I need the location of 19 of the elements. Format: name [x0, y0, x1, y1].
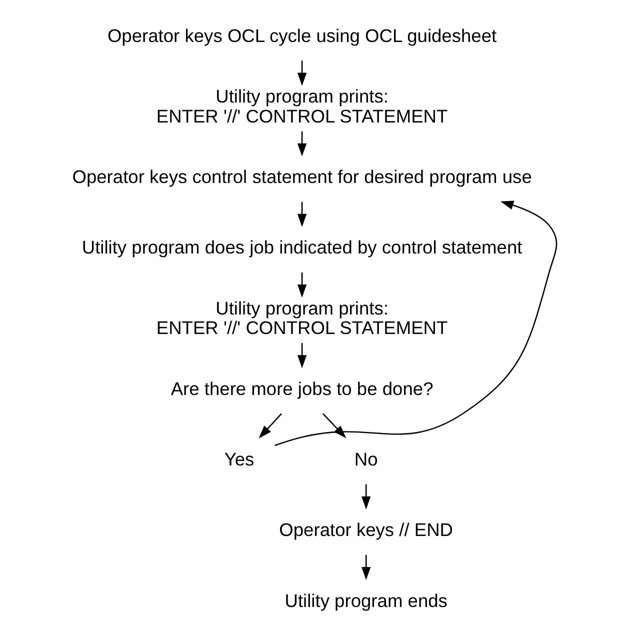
- arrow: [296, 131, 306, 156]
- arrow: [296, 202, 306, 228]
- arrow: [361, 554, 370, 580]
- arrow: [296, 60, 306, 86]
- arrow: [274, 200, 557, 446]
- arrow: [296, 272, 306, 298]
- arrow: [296, 343, 306, 368]
- node-text: Utility program does job indicated by control statement: [81, 236, 522, 258]
- arrow: [361, 484, 370, 510]
- node-text: No: [354, 448, 378, 470]
- node-text: Are there more jobs to be done?: [170, 378, 433, 399]
- node-text: Utility program prints: ENTER '//' CONTROL STATEMENT: [156, 86, 448, 126]
- node-text: Operator keys OCL cycle using OCL guidesheet: [106, 24, 496, 46]
- node-text: Yes: [224, 448, 254, 470]
- node-text: Utility program ends: [284, 590, 447, 611]
- arrow: [258, 413, 282, 438]
- node-text: Operator keys control statement for desired program use: [72, 166, 532, 188]
- node-text: Operator keys // END: [278, 519, 453, 540]
- node-text: Utility program prints: ENTER '//' CONTROL STATEMENT: [156, 298, 448, 338]
